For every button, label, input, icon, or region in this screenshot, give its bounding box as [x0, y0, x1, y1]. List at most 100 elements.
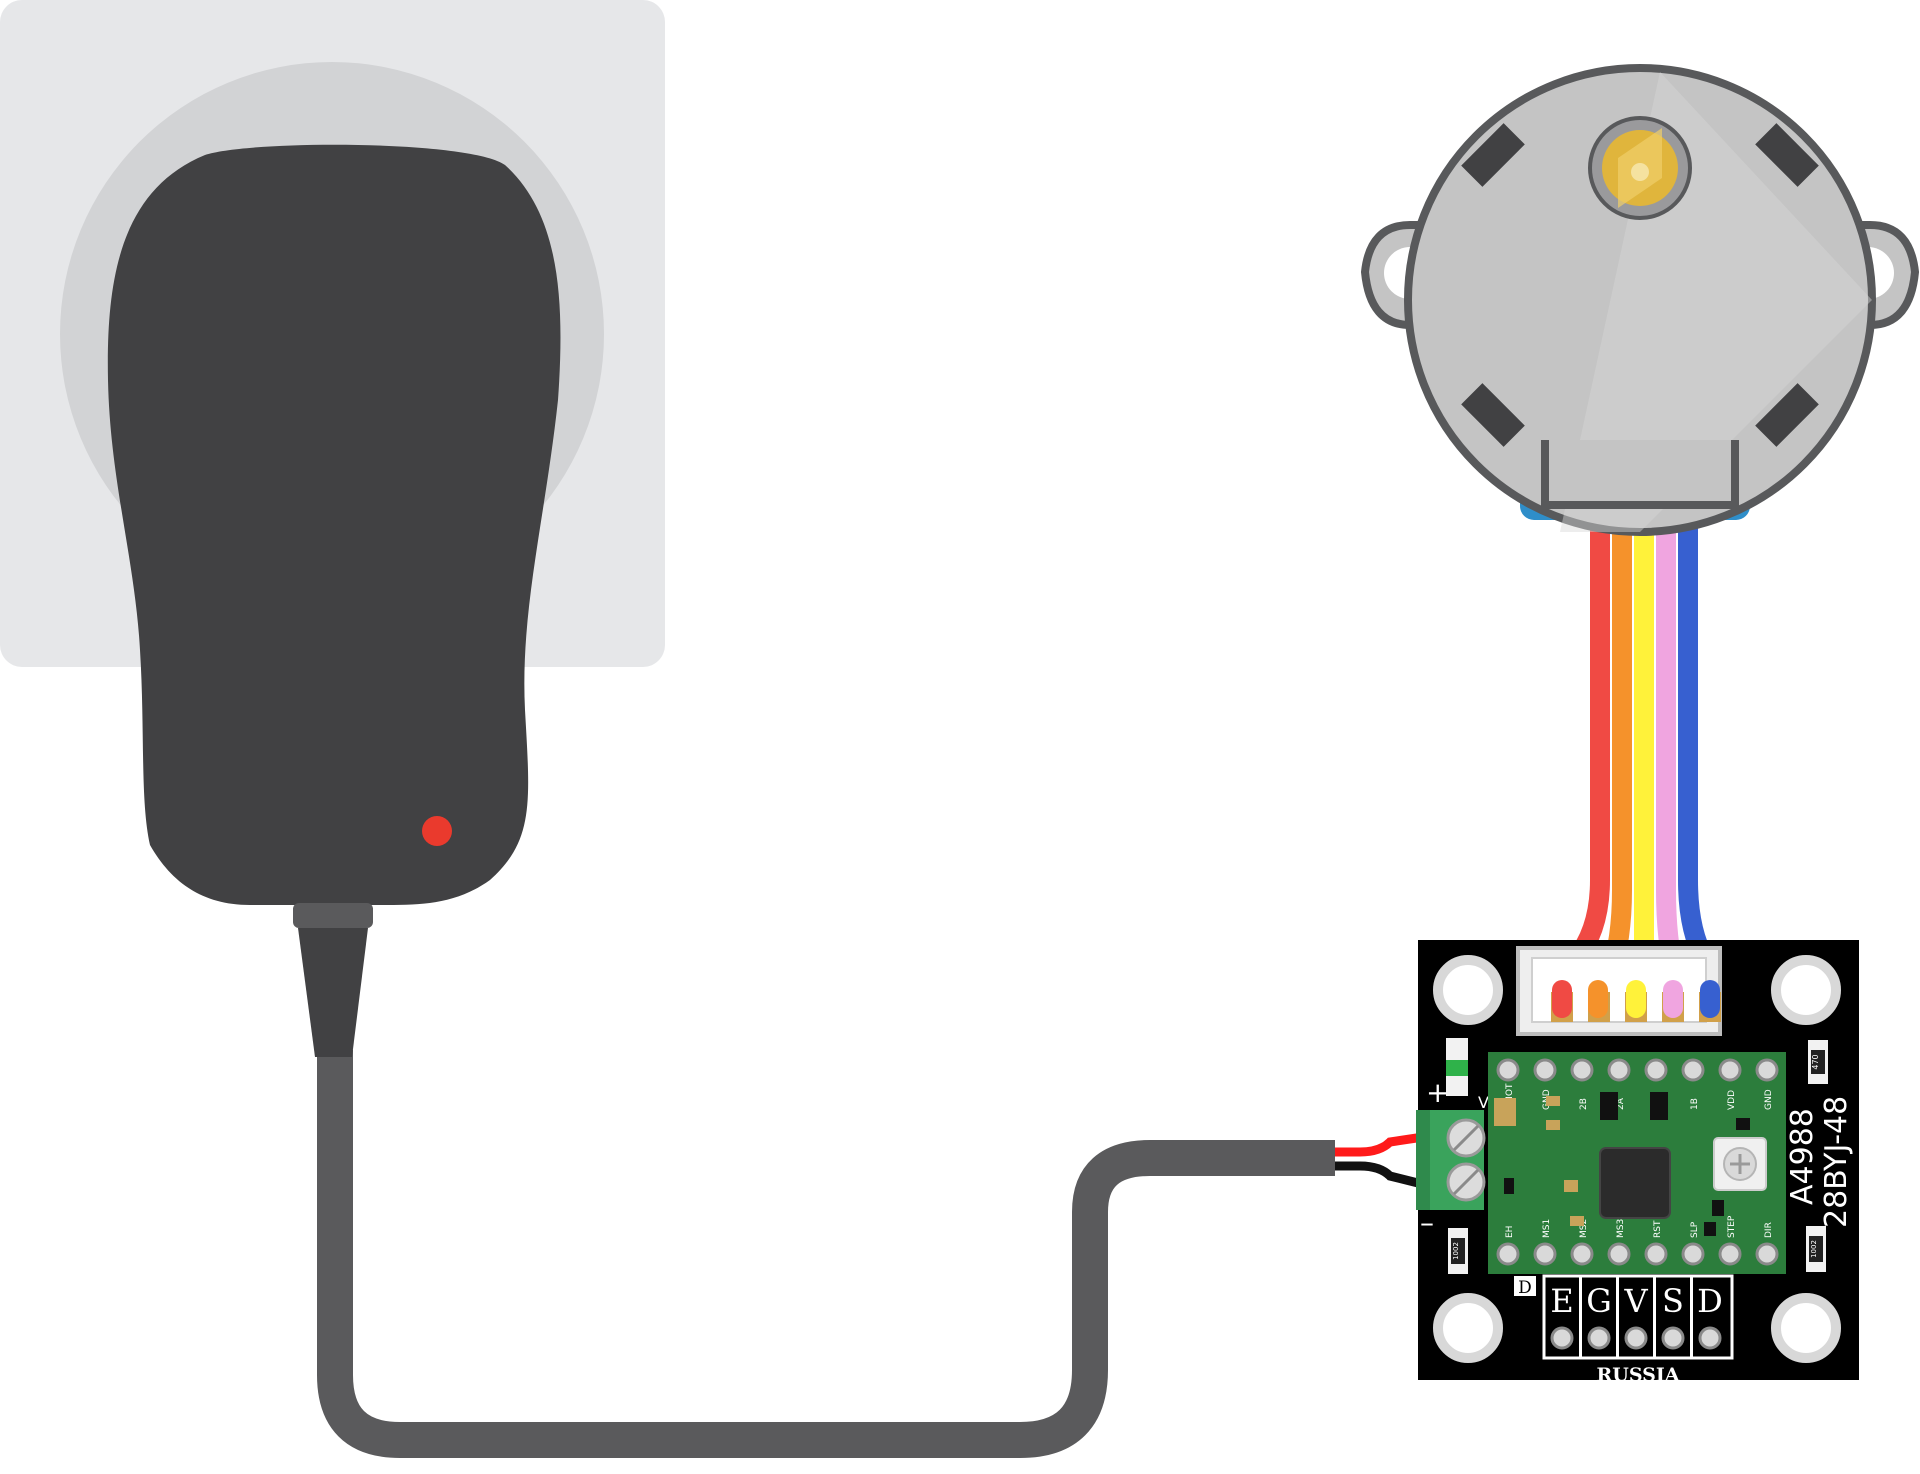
wire-positive-red — [1335, 1131, 1431, 1157]
driver-module: 470 1002 1002 + – V VMOTGND2B2A1A1BVDDGN… — [1416, 940, 1859, 1386]
bottom-header-pin — [1698, 1326, 1722, 1350]
header-label-bottom: DIR — [1764, 1222, 1774, 1238]
side-label-motor: 28BYJ-48 — [1819, 1096, 1854, 1228]
header-pin-bottom — [1570, 1242, 1594, 1266]
header-pin-top — [1718, 1058, 1742, 1082]
resistor-top-body — [1811, 1050, 1825, 1074]
potentiometer-cross — [1730, 1154, 1750, 1174]
adapter-neck — [293, 903, 373, 928]
corner-mark-box — [1514, 1276, 1536, 1296]
resistor-right-body — [1809, 1236, 1823, 1262]
header-pin-top — [1496, 1058, 1520, 1082]
minus-label: – — [1420, 1206, 1434, 1239]
carrier-smd — [1570, 1216, 1584, 1226]
bottom-header-pin — [1587, 1326, 1611, 1350]
motor-notch-br — [1755, 383, 1819, 447]
bottom-header-letter: G — [1586, 1282, 1612, 1320]
country-label: RUSSIA — [1596, 1364, 1679, 1386]
power-adapter — [107, 144, 561, 1057]
bottom-header-letter: D — [1697, 1282, 1723, 1320]
header-pin-top — [1533, 1058, 1557, 1082]
header-label-top: 2A — [1616, 1097, 1626, 1110]
motor-wire-ends — [1552, 980, 1720, 1018]
header-pin-top — [1681, 1058, 1705, 1082]
carrier-mosfet — [1650, 1092, 1668, 1120]
header-labels-bottom: EH MS1 MS2 MS3 RST SLP STEP DIR — [1505, 1215, 1774, 1238]
wire-pink — [1656, 510, 1690, 1020]
a4988-chip — [1599, 1147, 1671, 1219]
mount-hole-br — [1771, 1293, 1841, 1363]
motor-notch-bl — [1461, 383, 1525, 447]
stepper-motor — [1360, 64, 1920, 1020]
bottom-header-pin — [1624, 1326, 1648, 1350]
bottom-header-letter: E — [1550, 1282, 1573, 1320]
header-pin-bottom — [1533, 1242, 1557, 1266]
header-pin-bottom — [1496, 1242, 1520, 1266]
power-cable — [317, 1050, 1432, 1458]
power-label: V — [1478, 1093, 1489, 1112]
header-label-bottom: EH — [1505, 1226, 1515, 1238]
adapter-cable — [317, 1050, 1335, 1458]
header-label-top: VDD — [1727, 1090, 1737, 1110]
motor-shaft-center — [1631, 163, 1649, 181]
motor-notch-tl — [1461, 123, 1525, 187]
carrier-smd — [1546, 1096, 1560, 1106]
corner-mark: D — [1518, 1278, 1532, 1298]
power-terminal-edge — [1416, 1110, 1430, 1210]
resistor-top-label: 470 — [1811, 1054, 1820, 1069]
resistor-right-label: 1002 — [1810, 1240, 1818, 1258]
header-label-bottom: SLP — [1690, 1221, 1700, 1238]
terminal-screw-bottom-slot — [1452, 1168, 1480, 1196]
carrier-smd-dark — [1704, 1222, 1716, 1236]
header-pin-top — [1755, 1058, 1779, 1082]
header-label-bottom: STEP — [1727, 1215, 1737, 1238]
mount-hole-tr — [1771, 955, 1841, 1025]
header-label-bottom: MS2 — [1579, 1219, 1589, 1238]
header-pins-bottom — [1496, 1242, 1779, 1266]
wire-negative-black — [1335, 1161, 1432, 1191]
header-label-top: VMOT — [1505, 1083, 1515, 1110]
header-pin-top — [1644, 1058, 1668, 1082]
carrier-smd — [1546, 1120, 1560, 1130]
header-pin-bottom — [1607, 1242, 1631, 1266]
header-pin-top — [1607, 1058, 1631, 1082]
power-led — [422, 816, 452, 846]
strain-relief — [298, 928, 368, 1057]
plus-label: + — [1426, 1076, 1449, 1109]
header-label-top: 1B — [1690, 1098, 1700, 1110]
header-label-bottom: MS1 — [1542, 1219, 1552, 1238]
bottom-header-pin — [1661, 1326, 1685, 1350]
bottom-header-letter: V — [1623, 1282, 1648, 1320]
wire-red — [1552, 510, 1610, 1020]
bottom-header-letter: S — [1662, 1282, 1684, 1320]
header-label-top: GND — [1764, 1089, 1774, 1110]
carrier-mosfet — [1600, 1092, 1618, 1120]
side-label-a4988: A4988 — [1785, 1108, 1820, 1205]
header-pins-top — [1496, 1058, 1779, 1082]
header-pin-bottom — [1681, 1242, 1705, 1266]
carrier-smd-dark — [1504, 1178, 1514, 1194]
header-label-top: 2B — [1579, 1098, 1589, 1110]
carrier-smd-dark — [1712, 1200, 1724, 1216]
resistor-left-label: 1002 — [1452, 1242, 1460, 1260]
motor-housing — [1404, 64, 1876, 536]
bottom-header-pin — [1550, 1326, 1574, 1350]
motor-notch-tr — [1755, 123, 1819, 187]
bottom-header-frame — [1542, 1274, 1734, 1360]
header-pin-bottom — [1644, 1242, 1668, 1266]
smd-led-green — [1446, 1060, 1468, 1076]
motor-wire-tab — [1541, 440, 1739, 509]
mount-hole-bl — [1433, 1293, 1503, 1363]
header-pin-bottom — [1718, 1242, 1742, 1266]
header-label-bottom: RST — [1653, 1220, 1663, 1238]
header-pin-bottom — [1755, 1242, 1779, 1266]
adapter-body — [107, 144, 561, 905]
carrier-smd-dark — [1736, 1118, 1750, 1130]
header-label-bottom: MS3 — [1616, 1219, 1626, 1238]
terminal-screw-top-slot — [1452, 1124, 1480, 1152]
header-pin-top — [1570, 1058, 1594, 1082]
wire-blue — [1678, 510, 1725, 1020]
mount-hole-tl — [1433, 955, 1503, 1025]
